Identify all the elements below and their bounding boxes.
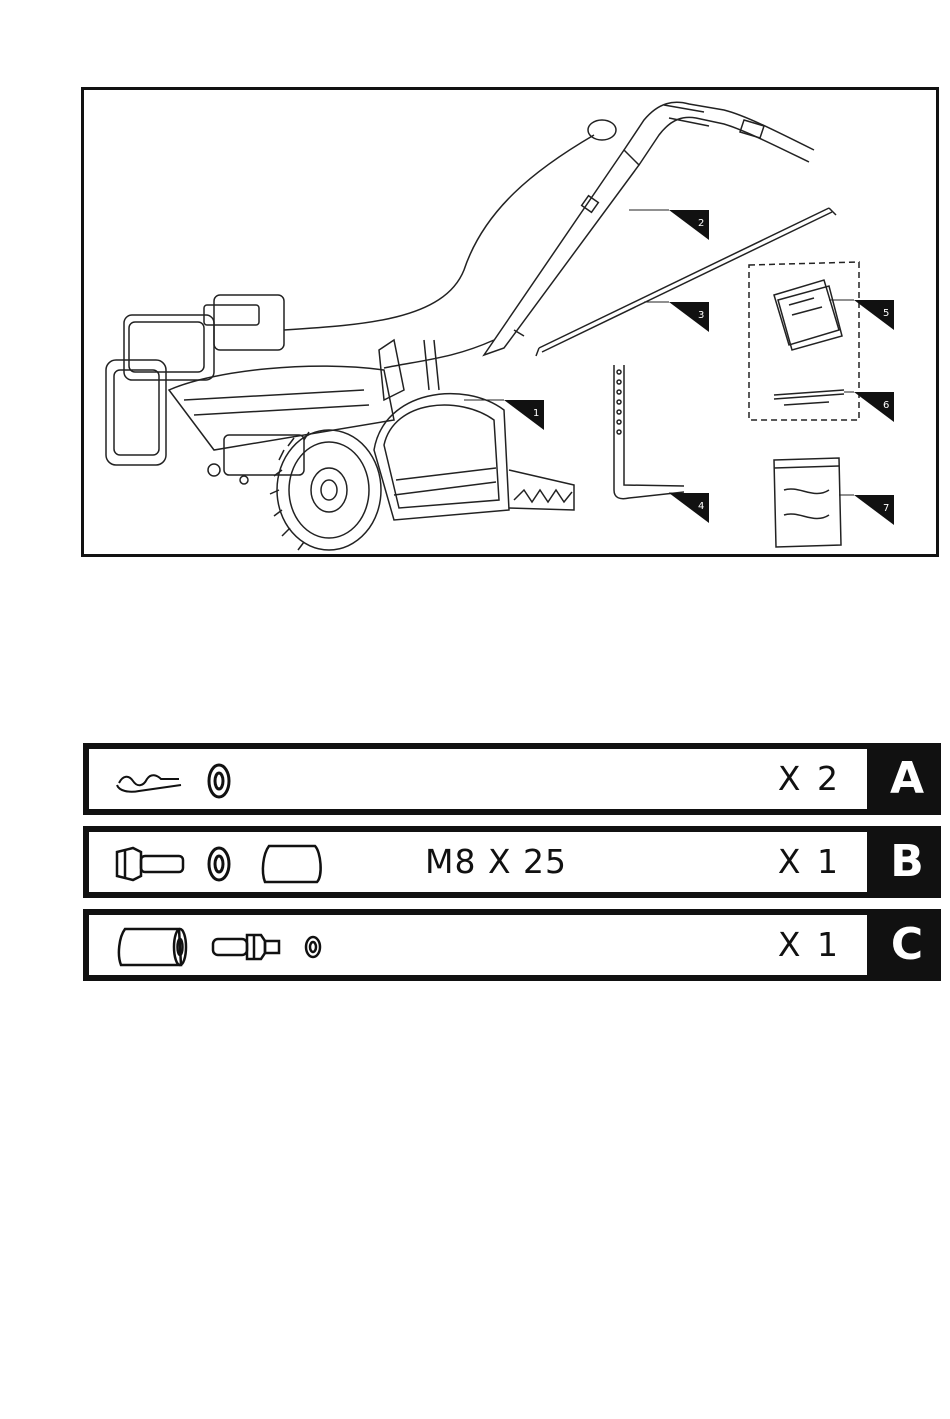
depth-stake-illustration — [614, 365, 684, 499]
hardware-row-a-panel: X 2 — [89, 749, 867, 809]
washer-icon — [209, 765, 229, 797]
hardware-row-a-quantity: X 2 — [778, 755, 841, 803]
threaded-stud-icon — [213, 935, 279, 959]
hardware-row-b-icons — [89, 832, 409, 892]
engine-illustration — [106, 295, 394, 484]
hardware-row-b-panel: M8 X 25 X 1 — [89, 832, 867, 892]
callout-7-label: 7 — [883, 503, 889, 514]
callout-2: 2 — [669, 210, 709, 240]
callout-6: 6 — [854, 392, 894, 422]
washer-icon — [209, 848, 229, 880]
hardware-row-c-letter: C — [873, 909, 941, 981]
spacer-sleeve-icon — [263, 846, 321, 882]
depth-rod-illustration — [536, 208, 836, 356]
hairpin-clip-icon — [117, 775, 181, 792]
hardware-row-b-spec: M8 X 25 — [425, 838, 567, 886]
callout-1-label: 1 — [533, 408, 539, 419]
hardware-row-b-letter: B — [873, 826, 941, 898]
hardware-rod-illustration — [774, 390, 844, 405]
hardware-row-b-quantity: X 1 — [778, 838, 841, 886]
spacer-sleeve-icon — [119, 929, 186, 965]
hardware-row-a: X 2 A — [83, 743, 941, 815]
callout-tags: 1 2 3 4 5 6 7 — [504, 210, 894, 525]
callout-4: 4 — [669, 493, 709, 523]
callout-1: 1 — [504, 400, 544, 430]
wheel-illustration — [270, 430, 381, 550]
callout-5-label: 5 — [883, 308, 889, 319]
hardware-row-c: X 1 C — [83, 909, 941, 981]
hardware-row-c-quantity: X 1 — [778, 921, 841, 969]
bolt-icon — [117, 848, 183, 880]
callout-4-label: 4 — [698, 501, 704, 512]
tiller-parts-illustration: 1 2 3 4 5 6 7 — [84, 90, 936, 554]
parts-figure: 1 2 3 4 5 6 7 — [81, 87, 939, 557]
callout-6-label: 6 — [883, 400, 889, 411]
callout-3-label: 3 — [698, 310, 704, 321]
hardware-row-c-icons — [89, 915, 409, 975]
handlebar-illustration — [484, 102, 814, 355]
callout-5: 5 — [854, 300, 894, 330]
callout-2-label: 2 — [698, 218, 704, 229]
hardware-row-a-letter: A — [873, 743, 941, 815]
hardware-row-b: M8 X 25 X 1 B — [83, 826, 941, 898]
nut-icon — [306, 937, 320, 957]
callout-3: 3 — [669, 302, 709, 332]
hardware-row-c-panel: X 1 — [89, 915, 867, 975]
callout-7: 7 — [854, 495, 894, 525]
hardware-bag-illustration — [774, 458, 841, 547]
throttle-cable-illustration — [284, 120, 616, 368]
hardware-row-a-icons — [89, 749, 409, 809]
